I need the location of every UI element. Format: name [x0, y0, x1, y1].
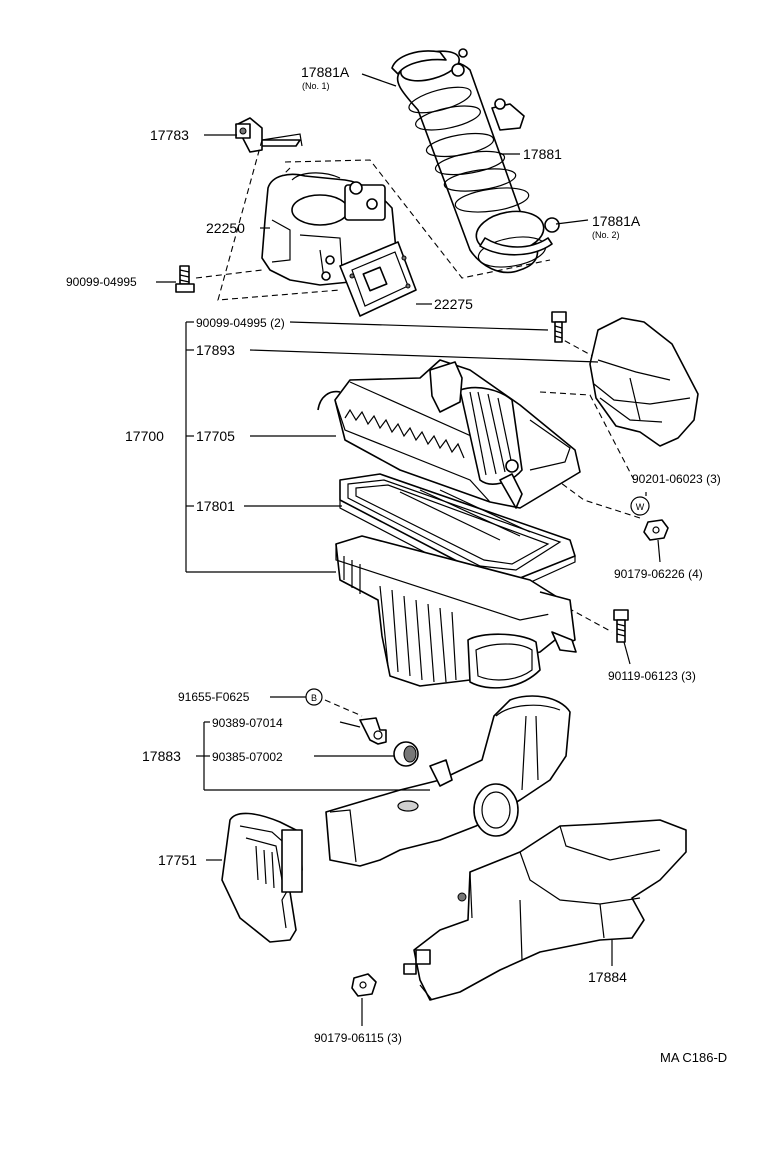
bolt-90099-right [551, 311, 567, 343]
label-17884: 17884 [588, 969, 627, 985]
bolt-90389 [359, 717, 387, 745]
resonator-17884 [403, 819, 687, 1001]
bolt-90099-left [175, 265, 195, 293]
label-91655: 91655-F0625 [178, 690, 250, 704]
label-90201: 90201-06023 (3) [632, 472, 721, 486]
gasket-22275 [339, 241, 417, 317]
label-90099-right: 90099-04995 (2) [196, 316, 285, 330]
label-17881: 17881 [523, 146, 562, 162]
marker-b: B [305, 688, 323, 706]
part-labels: 17881A (No. 1) 17783 17881 22250 17881A … [66, 64, 727, 1065]
label-22250: 22250 [206, 220, 245, 236]
label-90119: 90119-06123 (3) [608, 669, 696, 683]
nut-90179-06226 [643, 519, 669, 541]
svg-text:W: W [636, 502, 645, 512]
air-inlet-17883 [325, 695, 571, 867]
label-17700: 17700 [125, 428, 164, 444]
label-90099-left: 90099-04995 [66, 275, 137, 289]
label-17881a-no2-note: (No. 2) [592, 230, 620, 240]
label-17751: 17751 [158, 852, 197, 868]
hose-clamp-no2 [479, 217, 560, 256]
bracket-17783 [235, 117, 303, 153]
label-22275: 22275 [434, 296, 473, 312]
marker-w: W [630, 496, 650, 516]
air-cleaner-cap-17705 [317, 359, 581, 509]
label-17881a-no1: 17881A [301, 64, 350, 80]
drawing-code: MA C186-D [660, 1050, 727, 1065]
duct-17751 [221, 812, 303, 943]
label-17893: 17893 [196, 342, 235, 358]
nut-90179-06115 [351, 973, 377, 997]
hose-clamp-no1 [391, 48, 468, 77]
label-17883: 17883 [142, 748, 181, 764]
label-17783: 17783 [150, 127, 189, 143]
bolt-90119 [613, 609, 629, 643]
grommet-90385 [393, 741, 419, 767]
label-90179-06115: 90179-06115 (3) [314, 1031, 402, 1045]
leader-lines [156, 73, 661, 1026]
label-90389: 90389-07014 [212, 716, 283, 730]
intake-hose-17881 [396, 50, 547, 274]
svg-text:B: B [311, 693, 317, 703]
air-cleaner-case-17700 [335, 535, 577, 689]
label-17881a-no2: 17881A [592, 213, 641, 229]
label-17801: 17801 [196, 498, 235, 514]
resonator-cover-17893 [589, 317, 699, 447]
label-17705: 17705 [196, 428, 235, 444]
label-90179-06226: 90179-06226 (4) [614, 567, 703, 581]
label-90385: 90385-07002 [212, 750, 283, 764]
label-17881a-no1-note: (No. 1) [302, 81, 330, 91]
